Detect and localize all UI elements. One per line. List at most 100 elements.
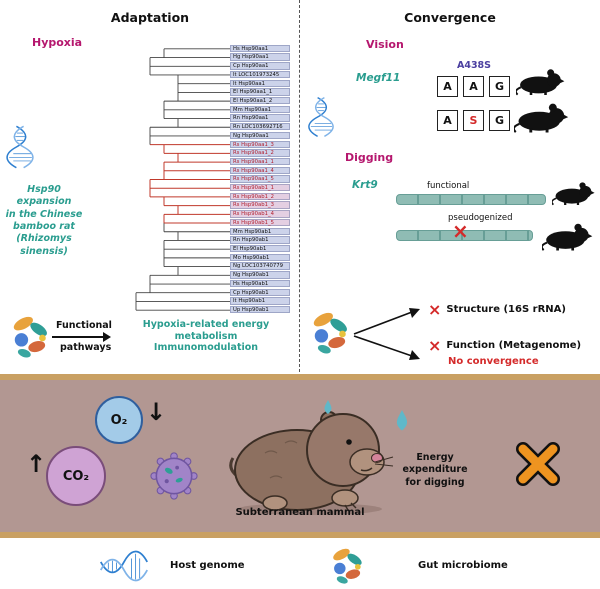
mole-rat-icon: [540, 222, 594, 257]
codon-cell: G: [489, 110, 510, 131]
tree-taxon-label: It LOC101973245: [230, 70, 290, 79]
subterranean-mammal-label: Subterranean mammal: [235, 507, 365, 518]
tree-taxon-label: Rs Hsp90ab1_5: [230, 218, 290, 227]
gene-bar-pseudogenized: [396, 230, 533, 241]
diverging-arrows-icon: [353, 308, 420, 360]
mouse-icon: [514, 68, 566, 101]
energy-line: Energy expenditure: [402, 452, 468, 476]
tree-taxon-label: El Hsp90aa1_1: [230, 88, 290, 96]
tree-taxon-label: Ng Hsp90ab1: [230, 271, 290, 279]
tree-taxon-label: It Hsp90aa1: [230, 79, 290, 87]
digging-label: Digging: [345, 151, 394, 164]
structure-label: Structure (16S rRNA): [446, 304, 566, 315]
pseudogenized-state-label: pseudogenized: [448, 213, 513, 223]
tree-taxon-label: Cp Hsp90ab1: [230, 288, 290, 296]
mole-rat-icon: [512, 102, 570, 139]
tree-taxon-label: Rs Hsp90ab1_3: [230, 201, 290, 209]
blocked-cross-icon: [516, 442, 560, 486]
outcome-immunomodulation: Immunomodulation: [153, 342, 259, 353]
sweat-drop-icon: [322, 400, 334, 419]
subterranean-mammal-illustration: [229, 411, 394, 515]
tree-taxon-label: It Hsp90ab1: [230, 297, 290, 305]
red-cross-icon: ×: [428, 336, 442, 355]
gene-bar-functional: [396, 194, 546, 205]
structure-row: × Structure (16S rRNA): [428, 300, 566, 319]
dna-icon: [306, 78, 336, 160]
pathways-label: pathways: [60, 342, 112, 353]
function-row: × Function (Metagenome): [428, 336, 581, 355]
convergence-title: Convergence: [404, 10, 496, 25]
codon-cell: A: [437, 110, 458, 131]
tree-taxon-label: Mo Hsp90ab1: [230, 253, 290, 262]
mutation-label: A438S: [456, 60, 492, 71]
codon-cell: A: [437, 76, 458, 97]
tree-taxon-label: Hg Hsp90aa1: [230, 53, 290, 61]
no-convergence-label: No convergence: [448, 356, 539, 367]
expansion-line: Hsp90 expansion: [16, 184, 72, 208]
gut-microbiome-icon: [310, 310, 352, 360]
tree-taxon-label: Hs Hsp90aa1: [230, 44, 290, 53]
panel-border-bottom: [0, 532, 600, 538]
host-genome-label: Host genome: [170, 560, 245, 571]
tree-taxon-label: Rn LOC103692716: [230, 123, 290, 131]
down-arrow-icon: ↓: [146, 398, 167, 426]
up-arrow-icon: ↑: [26, 450, 47, 478]
energy-expenditure-note: Energy expenditure for digging: [385, 452, 485, 489]
right-arrow-icon: [52, 332, 111, 342]
gut-microbiome-label: Gut microbiome: [418, 560, 508, 571]
gut-microbiome-icon: [10, 314, 52, 364]
tree-taxon-label: Mm Hsp90ab1: [230, 227, 290, 235]
sweat-drop-icon: [393, 410, 411, 436]
tree-taxon-label: Rs Hsp90aa1_1: [230, 157, 290, 166]
tree-branches: [135, 48, 230, 311]
megf11-gene-label: Megf11: [356, 72, 401, 84]
dna-icon: [4, 106, 36, 192]
tree-taxon-label: Cp Hsp90aa1: [230, 62, 290, 70]
outcome-metabolism: Hypoxia-related energy metabolism: [142, 319, 270, 342]
krt9-gene-label: Krt9: [352, 179, 378, 191]
codon-cell: S: [463, 110, 484, 131]
red-cross-icon: ×: [452, 219, 469, 243]
red-cross-icon: ×: [428, 300, 442, 319]
hypoxia-label: Hypoxia: [32, 36, 83, 49]
function-label: Function (Metagenome): [446, 340, 582, 351]
tree-taxon-label: Rn Hsp90aa1: [230, 114, 290, 122]
tree-taxon-label: Rs Hsp90aa1_2: [230, 149, 290, 157]
gut-microbiome-icon: [330, 546, 366, 589]
section-divider: [299, 0, 300, 372]
tree-taxon-label: El Hsp90aa1_2: [230, 96, 290, 105]
tree-taxon-label: Rn Hsp90ab1: [230, 236, 290, 244]
tree-taxon-label: El Hsp90ab1: [230, 245, 290, 253]
expansion-line: (Rhizomys sinensis): [16, 233, 72, 257]
tree-taxon-label: Mm Hsp90aa1: [230, 105, 290, 114]
tree-taxon-label: Ng Hsp90aa1: [230, 131, 290, 140]
tree-taxon-label: Hs Hsp90ab1: [230, 279, 290, 288]
tree-taxon-label: Rs Hsp90ab1_4: [230, 210, 290, 218]
codon-cell: G: [489, 76, 510, 97]
functional-state-label: functional: [427, 181, 470, 191]
microbe-icon: [150, 452, 198, 500]
codon-cell: A: [463, 76, 484, 97]
expansion-line: in the Chinese: [5, 208, 83, 220]
mouse-icon: [550, 181, 596, 211]
tree-taxon-label: Rs Hsp90aa1_5: [230, 175, 290, 183]
expansion-note: Hsp90 expansion in the Chinese bamboo ra…: [0, 184, 88, 258]
host-genome-icon: [92, 548, 156, 588]
panel-border-top: [0, 374, 600, 380]
oxygen-circle: O₂: [95, 396, 143, 444]
functional-label: Functional: [56, 320, 112, 331]
tree-taxon-label: Rs Hsp90ab1_2: [230, 192, 290, 201]
tree-taxon-label: Up Hsp90ab1: [230, 305, 290, 314]
tree-taxon-label: Ng LOC103740779: [230, 262, 290, 270]
tree-taxon-label: Rs Hsp90ab1_1: [230, 184, 290, 192]
energy-line: for digging: [405, 476, 465, 488]
adaptation-title: Adaptation: [110, 10, 190, 25]
tree-taxon-label: Rs Hsp90aa1_4: [230, 166, 290, 175]
tree-taxon-label: Rs Hsp90aa1_3: [230, 140, 290, 148]
vision-label: Vision: [366, 38, 404, 51]
carbon-dioxide-circle: CO₂: [46, 446, 106, 506]
